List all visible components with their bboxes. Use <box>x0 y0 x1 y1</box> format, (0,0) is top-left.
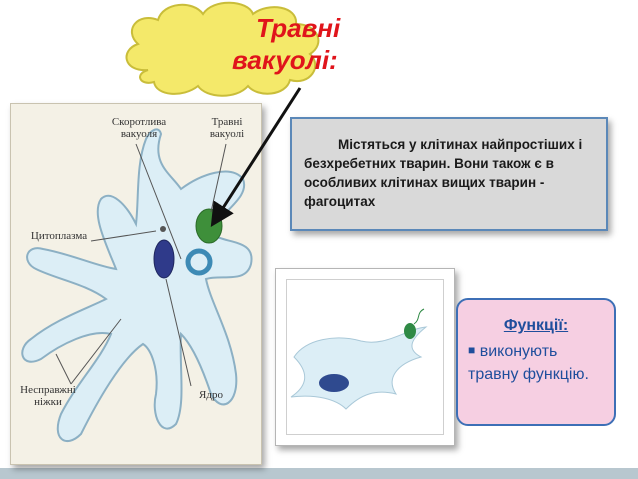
amoeba-drawing <box>21 128 253 443</box>
label-cytoplasm: Цитоплазма <box>30 230 88 242</box>
digestive-vacuole <box>195 208 223 244</box>
mini-amoeba-drawing <box>290 308 428 410</box>
label-digestive-vacuole: Травні вакуолі <box>209 116 245 140</box>
mini-diagram-frame <box>286 279 444 435</box>
functions-item: ■ виконують травну функцію. <box>468 339 604 386</box>
label-nucleus: Ядро <box>199 389 223 401</box>
cell-dot <box>160 226 166 232</box>
functions-title: Функції: <box>503 317 569 334</box>
bottom-bar <box>0 468 638 479</box>
title-cloud <box>125 1 320 97</box>
mini-nucleus <box>319 374 349 392</box>
mini-diagram <box>275 268 455 446</box>
amoeba-diagram: Скоротлива вакуоля Травні вакуолі Цитопл… <box>10 103 262 465</box>
cloud-title-line1: Травні <box>256 13 341 43</box>
nucleus <box>153 239 175 279</box>
mini-flagellum <box>413 308 425 325</box>
label-pseudopods: Несправжні ніжки <box>20 384 76 408</box>
amoeba-body <box>21 128 253 443</box>
cloud-title-line2: вакуолі: <box>232 45 338 75</box>
label-contractile-vacuole: Скоротлива вакуоля <box>111 116 167 140</box>
info-box: Містяться у клітинах найпростіших і безх… <box>290 117 608 231</box>
mini-amoeba-body <box>290 326 428 410</box>
info-text: Містяться у клітинах найпростіших і безх… <box>304 137 583 209</box>
mini-vacuole <box>404 323 416 339</box>
functions-box: Функції: ■ виконують травну функцію. <box>456 298 616 426</box>
contractile-vacuole <box>185 248 213 276</box>
cloud-title: Травні вакуолі: <box>232 12 382 76</box>
cloud-shape <box>125 1 320 97</box>
bullet-icon: ■ <box>468 343 476 357</box>
functions-item-text: виконують травну функцію. <box>468 343 589 383</box>
